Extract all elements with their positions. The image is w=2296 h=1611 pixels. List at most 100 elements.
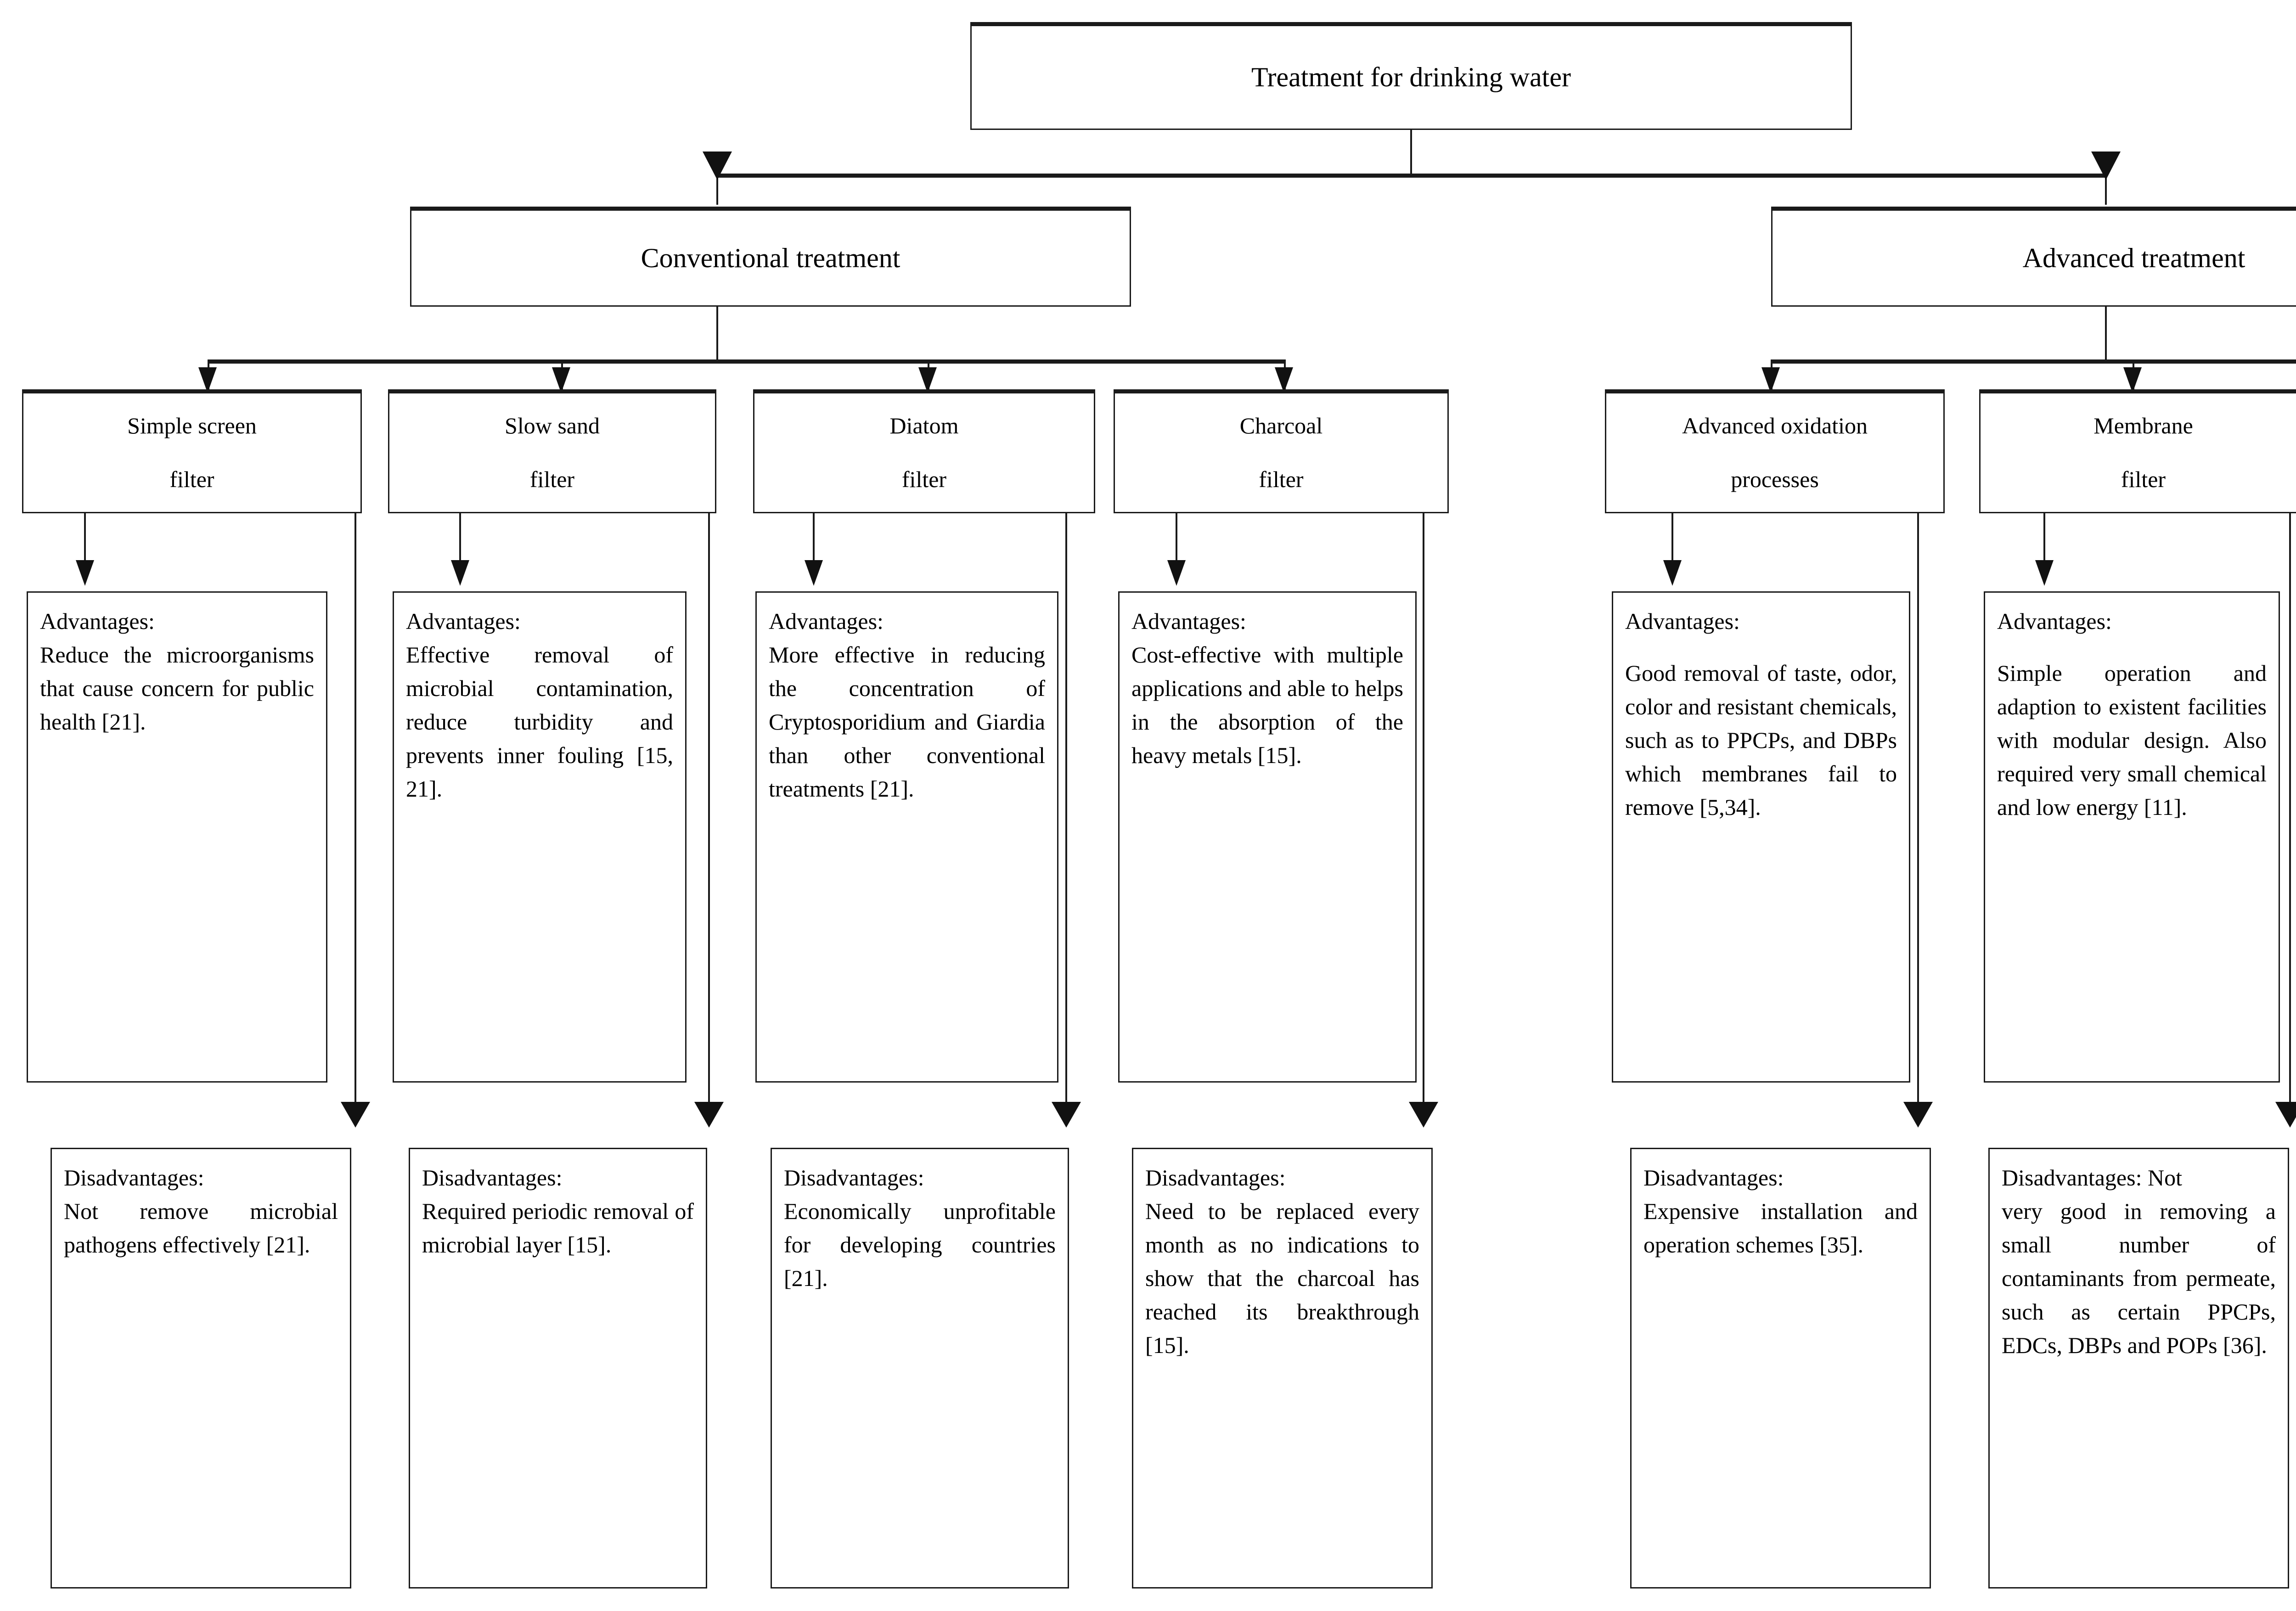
connector-root-to-advanced bbox=[2105, 174, 2107, 205]
node-label-line1: Simple screen bbox=[127, 413, 257, 438]
advantages-box-diatom-filter: Advantages: More effective in reducing t… bbox=[755, 591, 1058, 1083]
arrow-disadvantages-3 bbox=[1052, 1102, 1081, 1128]
arrow-advantages-4 bbox=[1167, 560, 1186, 586]
node-label-line1: Slow sand bbox=[505, 413, 600, 438]
arrow-conv-2 bbox=[552, 367, 570, 393]
disadvantages-box-charcoal-filter: Disadvantages: Need to be replaced every… bbox=[1132, 1148, 1433, 1589]
disadvantages-box-diatom-filter: Disadvantages: Economically unprofitable… bbox=[771, 1148, 1069, 1589]
disadvantages-body: very good in removing a small number of … bbox=[2002, 1198, 2276, 1358]
advantages-body: Simple operation and adaption to existen… bbox=[1997, 660, 2267, 820]
connector-disadv-long-3 bbox=[1065, 513, 1067, 1124]
connector-adv-box-6 bbox=[2043, 513, 2045, 571]
advantages-box-simple-screen-filter: Advantages: Reduce the microorganisms th… bbox=[27, 591, 327, 1083]
connector-root-to-conventional bbox=[716, 174, 718, 205]
node-label-line2: filter bbox=[2121, 466, 2166, 492]
connector-disadv-long-4 bbox=[1423, 513, 1424, 1124]
connector-adv-box-4 bbox=[1176, 513, 1177, 571]
advantages-body: Reduce the microorganisms that cause con… bbox=[40, 642, 314, 735]
arrow-advantages-3 bbox=[805, 560, 823, 586]
node-conventional-treatment: Conventional treatment bbox=[410, 207, 1131, 307]
connector-disadv-long-2 bbox=[708, 513, 710, 1124]
connector-root-bus bbox=[716, 174, 2107, 178]
node-diatom-filter: Diatom filter bbox=[753, 389, 1095, 513]
disadvantages-body: Economically unprofitable for developing… bbox=[784, 1198, 1056, 1291]
node-conventional-treatment-label: Conventional treatment bbox=[641, 242, 900, 273]
advantages-header: Advantages: bbox=[1625, 608, 1740, 634]
node-label-line2: filter bbox=[529, 466, 575, 492]
connector-disadv-long-1 bbox=[355, 513, 356, 1124]
connector-advanced-stem bbox=[2105, 307, 2107, 359]
connector-conventional-bus bbox=[208, 359, 1286, 364]
advantages-header: Advantages: bbox=[40, 608, 155, 634]
arrow-advantages-6 bbox=[2035, 560, 2054, 586]
disadvantages-box-membrane-filter: Disadvantages: Not very good in removing… bbox=[1988, 1148, 2289, 1589]
advantages-box-membrane-filter: Advantages: Simple operation and adaptio… bbox=[1984, 591, 2280, 1083]
connector-adv-box-3 bbox=[813, 513, 815, 571]
arrow-conv-3 bbox=[918, 367, 937, 393]
disadvantages-body: Not remove microbial pathogens effective… bbox=[64, 1198, 338, 1257]
arrow-conv-1 bbox=[198, 367, 217, 393]
node-root-label: Treatment for drinking water bbox=[1251, 62, 1571, 92]
advantages-box-advanced-oxidation-processes: Advantages: Good removal of taste, odor,… bbox=[1612, 591, 1910, 1083]
arrow-advantages-2 bbox=[451, 560, 469, 586]
connector-adv-box-2 bbox=[459, 513, 461, 571]
advantages-body: More effective in reducing the concentra… bbox=[769, 642, 1045, 802]
arrow-advantages-5 bbox=[1663, 560, 1682, 586]
disadvantages-body: Need to be replaced every month as no in… bbox=[1145, 1198, 1419, 1358]
node-charcoal-filter: Charcoal filter bbox=[1114, 389, 1449, 513]
advantages-body: Effective removal of microbial contamina… bbox=[406, 642, 673, 802]
disadvantages-box-slow-sand-filter: Disadvantages: Required periodic removal… bbox=[409, 1148, 707, 1589]
arrow-disadvantages-6 bbox=[2275, 1102, 2296, 1128]
advantages-box-charcoal-filter: Advantages: Cost-effective with multiple… bbox=[1118, 591, 1417, 1083]
connector-conventional-stem bbox=[716, 307, 718, 359]
disadvantages-body: Required periodic removal of microbial l… bbox=[422, 1198, 694, 1257]
disadvantages-header: Disadvantages: bbox=[1643, 1165, 1784, 1190]
connector-adv-box-1 bbox=[84, 513, 86, 571]
advantages-header: Advantages: bbox=[406, 608, 521, 634]
disadvantages-header: Disadvantages: bbox=[422, 1165, 563, 1190]
arrow-disadvantages-2 bbox=[694, 1102, 724, 1128]
connector-disadv-long-6 bbox=[2289, 513, 2291, 1124]
node-label-line2: filter bbox=[169, 466, 214, 492]
arrow-disadvantages-5 bbox=[1903, 1102, 1933, 1128]
node-label-line1: Advanced oxidation bbox=[1682, 413, 1868, 438]
connector-advanced-bus bbox=[1771, 359, 2296, 364]
spacer bbox=[1625, 638, 1897, 657]
advantages-header: Advantages: bbox=[1131, 608, 1246, 634]
connector-root-stem bbox=[1410, 130, 1412, 174]
advantages-body: Cost-effective with multiple application… bbox=[1131, 642, 1403, 768]
disadvantages-header: Disadvantages: bbox=[784, 1165, 924, 1190]
advantages-header: Advantages: bbox=[1997, 608, 2112, 634]
arrow-conv-4 bbox=[1275, 367, 1293, 393]
disadvantages-box-advanced-oxidation-processes: Disadvantages: Expensive installation an… bbox=[1630, 1148, 1931, 1589]
arrow-root-to-conventional bbox=[703, 152, 732, 180]
arrow-adv-2 bbox=[2123, 367, 2142, 393]
disadvantages-header: Disadvantages: bbox=[1145, 1165, 1286, 1190]
advantages-box-slow-sand-filter: Advantages: Effective removal of microbi… bbox=[393, 591, 687, 1083]
arrow-disadvantages-1 bbox=[341, 1102, 370, 1128]
connector-adv-box-5 bbox=[1671, 513, 1673, 571]
node-advanced-treatment: Advanced treatment bbox=[1771, 207, 2296, 307]
arrow-disadvantages-4 bbox=[1409, 1102, 1438, 1128]
arrow-root-to-advanced bbox=[2091, 152, 2121, 180]
advantages-body: Good removal of taste, odor, color and r… bbox=[1625, 660, 1897, 820]
node-label-line1: Diatom bbox=[889, 413, 959, 438]
disadvantages-header: Disadvantages: Not bbox=[2002, 1165, 2182, 1190]
node-label-line1: Charcoal bbox=[1239, 413, 1323, 438]
node-slow-sand-filter: Slow sand filter bbox=[388, 389, 716, 513]
node-label-line2: processes bbox=[1731, 466, 1819, 492]
arrow-adv-1 bbox=[1761, 367, 1780, 393]
node-label-line2: filter bbox=[1259, 466, 1304, 492]
node-label-line2: filter bbox=[901, 466, 947, 492]
node-membrane-filter: Membrane filter bbox=[1979, 389, 2296, 513]
disadvantages-header: Disadvantages: bbox=[64, 1165, 204, 1190]
node-root: Treatment for drinking water bbox=[970, 22, 1852, 130]
arrow-advantages-1 bbox=[76, 560, 94, 586]
node-advanced-treatment-label: Advanced treatment bbox=[2022, 242, 2245, 273]
spacer bbox=[1997, 638, 2267, 657]
disadvantages-box-simple-screen-filter: Disadvantages: Not remove microbial path… bbox=[51, 1148, 351, 1589]
disadvantages-body: Expensive installation and operation sch… bbox=[1643, 1198, 1918, 1257]
node-simple-screen-filter: Simple screen filter bbox=[22, 389, 362, 513]
connector-disadv-long-5 bbox=[1917, 513, 1919, 1124]
